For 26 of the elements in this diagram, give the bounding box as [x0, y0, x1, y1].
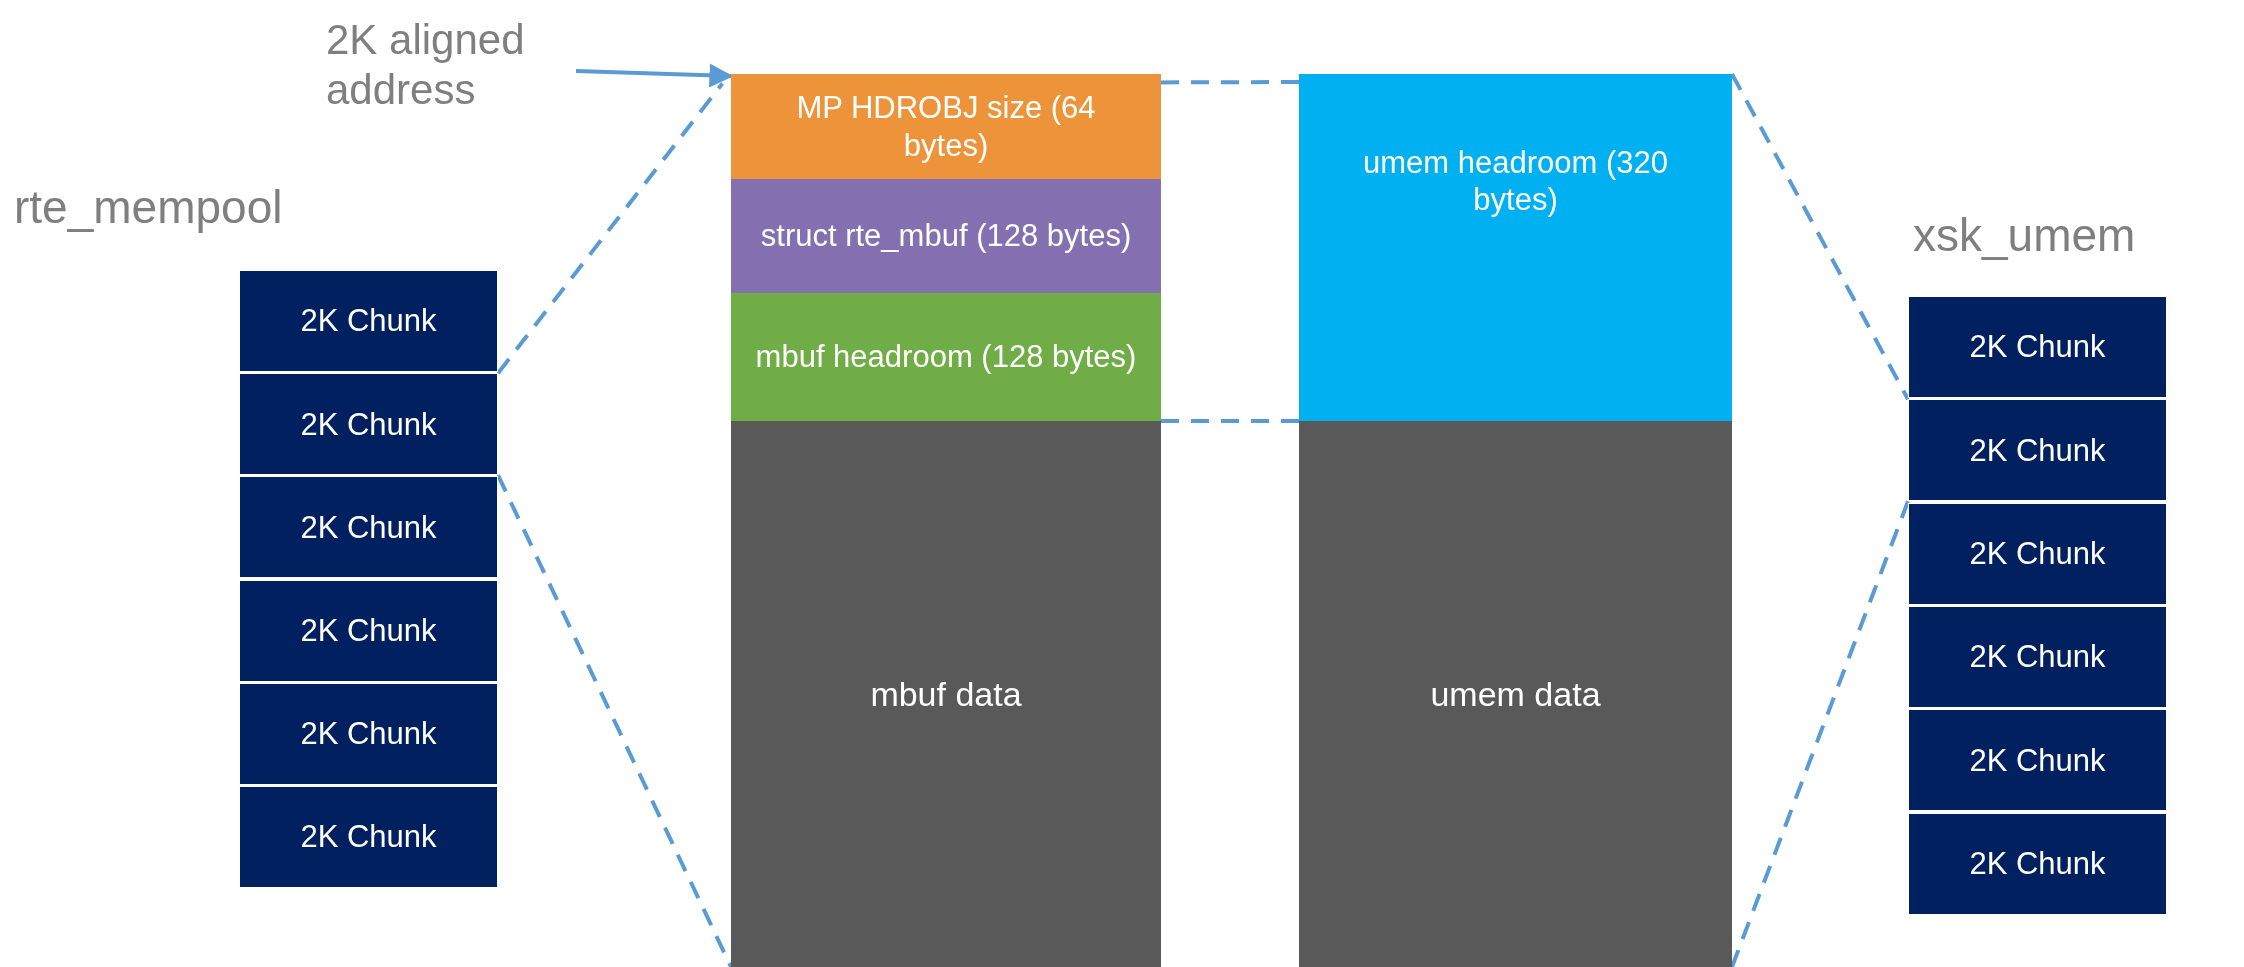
chunk-block: 2K Chunk	[1908, 812, 2167, 915]
struct-block: struct rte_mbuf (128 bytes)	[731, 179, 1161, 293]
header-block: MP HDROBJ size (64 bytes)	[731, 74, 1161, 179]
dashed-line	[1161, 419, 1299, 423]
chunk-block: 2K Chunk	[239, 373, 498, 476]
chunk-block: 2K Chunk	[239, 579, 498, 682]
group-title: rte_mempool	[14, 180, 283, 234]
data-block: mbuf data	[731, 421, 1161, 967]
address-label: 2K aligned address	[326, 5, 576, 125]
chunk-block: 2K Chunk	[239, 682, 498, 785]
headroom-block: umem headroom (320 bytes)	[1299, 74, 1732, 421]
chunk-block: 2K Chunk	[1908, 605, 2167, 708]
chunk-block: 2K Chunk	[239, 270, 498, 372]
dashed-line	[496, 82, 724, 375]
headroom-block: mbuf headroom (128 bytes)	[731, 293, 1161, 421]
chunk-block: 2K Chunk	[239, 786, 498, 888]
chunk-block: 2K Chunk	[1908, 399, 2167, 502]
chunk-block: 2K Chunk	[1908, 502, 2167, 605]
dashed-line	[496, 474, 733, 967]
chunk-block: 2K Chunk	[1908, 709, 2167, 812]
dashed-line	[1730, 73, 1910, 401]
dashed-line	[1161, 80, 1299, 85]
data-block: umem data	[1299, 421, 1732, 967]
group-title: xsk_umem	[1913, 208, 2136, 262]
chunk-block: 2K Chunk	[239, 476, 498, 579]
chunk-block: 2K Chunk	[1908, 296, 2167, 398]
